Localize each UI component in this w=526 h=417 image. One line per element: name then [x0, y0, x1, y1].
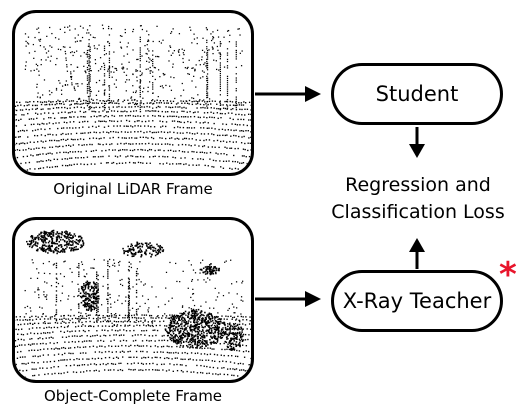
loss-node: Regression and Classification Loss [318, 172, 518, 226]
loss-line-2: Classification Loss [331, 201, 505, 223]
student-node: Student [331, 63, 503, 125]
arrow-complete-to-teacher [255, 291, 321, 307]
loss-line-1: Regression and [345, 174, 491, 196]
arrow-original-to-student [255, 86, 321, 102]
original-point-cloud [15, 24, 251, 173]
student-label: Student [375, 82, 459, 106]
original-lidar-frame-image [12, 10, 254, 176]
xray-teacher-label: X-Ray Teacher [342, 289, 492, 313]
original-frame-caption: Original LiDAR Frame [53, 180, 213, 198]
arrow-student-to-loss [409, 127, 425, 158]
xray-teacher-node: X-Ray Teacher [331, 270, 503, 332]
object-complete-frame-image [12, 217, 254, 383]
complete-frame-caption: Object-Complete Frame [43, 387, 223, 405]
asterisk-marker: * [499, 255, 517, 295]
complete-point-cloud [15, 229, 251, 380]
arrow-teacher-to-loss [409, 238, 425, 269]
